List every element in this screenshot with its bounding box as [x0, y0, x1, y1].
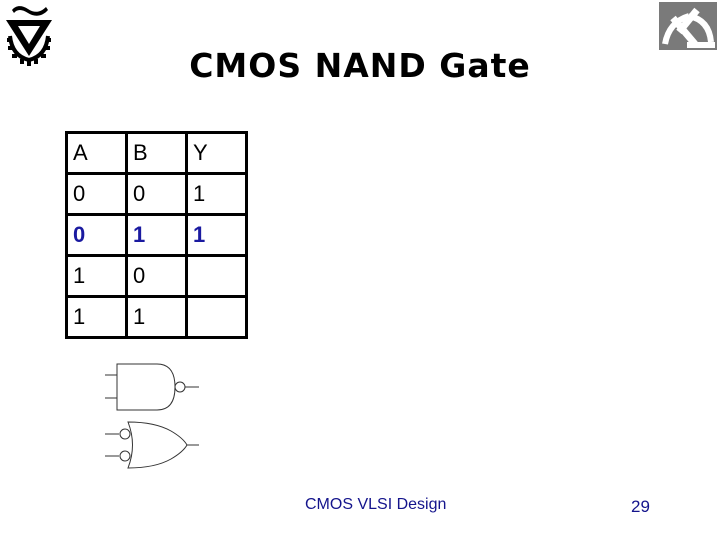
header-b: B [125, 131, 188, 175]
header-a: A [65, 131, 128, 175]
gate-diagrams [95, 355, 215, 475]
cell-b: 0 [125, 172, 188, 216]
cell-y [185, 295, 248, 339]
header-y: Y [185, 131, 248, 175]
nand-gate-symbol [105, 363, 199, 411]
faculty-logo-icon [659, 2, 717, 50]
cell-a: 0 [65, 213, 128, 257]
cell-b: 0 [125, 254, 188, 298]
or-gate-inverted-inputs-symbol [105, 421, 199, 469]
cell-a: 1 [65, 295, 128, 339]
cell-b: 1 [125, 213, 188, 257]
table-header-row: A B Y [65, 131, 248, 175]
cell-y: 1 [185, 172, 248, 216]
table-row: 0 0 1 [65, 172, 248, 216]
cell-y [185, 254, 248, 298]
truth-table: A B Y 0 0 1 0 1 1 1 0 1 1 [65, 131, 248, 339]
table-row: 1 0 [65, 254, 248, 298]
footer-course-title: CMOS VLSI Design [305, 496, 447, 513]
cell-b: 1 [125, 295, 188, 339]
slide-title: CMOS NAND Gate [189, 46, 531, 85]
technion-logo-icon [4, 4, 54, 68]
cell-a: 0 [65, 172, 128, 216]
page-number: 29 [631, 497, 650, 516]
cell-a: 1 [65, 254, 128, 298]
table-row: 1 1 [65, 295, 248, 339]
table-row-highlighted: 0 1 1 [65, 213, 248, 257]
cell-y: 1 [185, 213, 248, 257]
